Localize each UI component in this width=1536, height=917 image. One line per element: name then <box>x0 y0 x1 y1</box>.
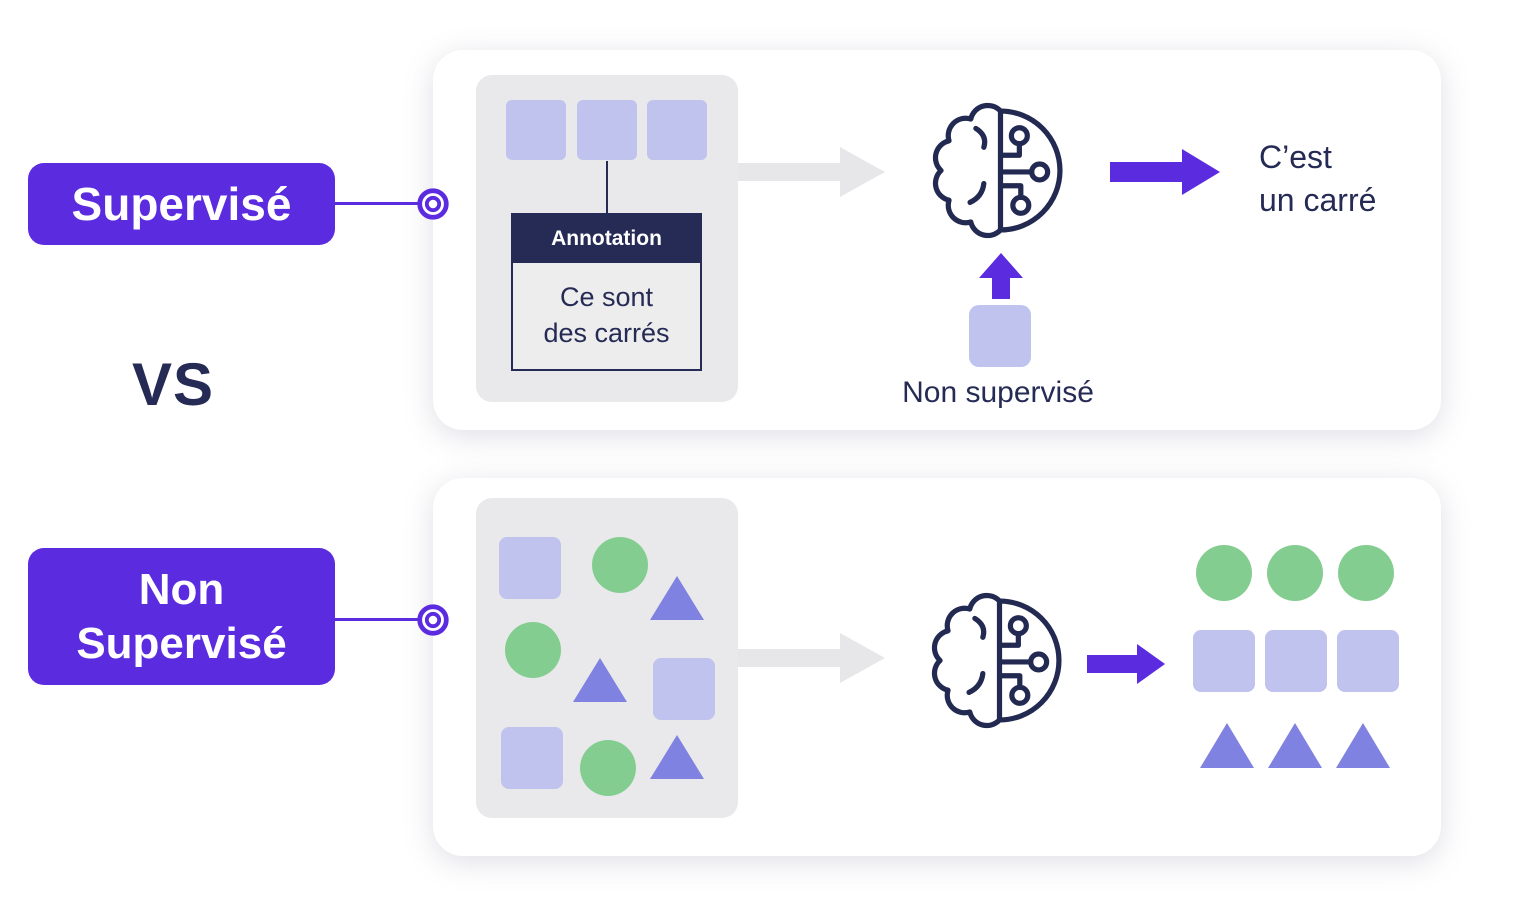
vs-label: VS <box>132 351 215 418</box>
annotation-header: Annotation <box>513 215 700 263</box>
output-arrow-icon <box>1110 149 1220 195</box>
brain-circuit-icon <box>932 102 1063 239</box>
mixed-dataset-panel <box>476 498 738 818</box>
unsupervised-card <box>433 478 1441 856</box>
unsupervised-label-pill: Non Supervisé <box>28 548 335 685</box>
triangle-shape <box>573 658 627 702</box>
square-shape <box>577 100 637 160</box>
prediction-text-line2: un carré <box>1259 181 1377 218</box>
square-shape <box>501 727 563 789</box>
output-arrow-icon <box>1087 644 1165 684</box>
circle-shape <box>580 740 636 796</box>
square-shape <box>1193 630 1255 692</box>
circle-shape <box>592 537 648 593</box>
circle-shape <box>505 622 561 678</box>
unlabeled-square-shape <box>969 305 1031 367</box>
triangle-shape <box>650 576 704 620</box>
cluster-row-circles <box>1196 545 1394 601</box>
square-shape <box>1265 630 1327 692</box>
unsupervised-label-line2: Supervisé <box>76 618 287 668</box>
square-shape <box>506 100 566 160</box>
annotation-body-line2: des carrés <box>543 318 670 348</box>
circle-shape <box>1196 545 1252 601</box>
circle-shape <box>1338 545 1394 601</box>
connector-ring-icon <box>417 188 449 220</box>
square-shape <box>1337 630 1399 692</box>
annotation-body-line1: Ce sont <box>559 282 654 313</box>
prediction-text-line1: C’est <box>1259 139 1332 175</box>
unsupervised-note-label: Non supervisé <box>902 376 1094 409</box>
annotation-connector-line <box>606 161 608 213</box>
cluster-row-triangles <box>1200 723 1390 768</box>
triangle-shape <box>1336 723 1390 768</box>
input-flow-arrow-icon <box>738 633 885 683</box>
circle-shape <box>1267 545 1323 601</box>
cluster-row-squares <box>1193 630 1399 692</box>
square-shape <box>499 537 561 599</box>
triangle-shape <box>1268 723 1322 768</box>
square-shape <box>647 100 707 160</box>
labeled-dataset-panel: Annotation Ce sont des carrés <box>476 75 738 402</box>
prediction-text: C’est un carré <box>1259 136 1376 221</box>
square-shape <box>653 658 715 720</box>
connector-line <box>330 618 418 621</box>
annotation-body: Ce sont des carrés <box>513 263 700 369</box>
unsupervised-label-line1: Non <box>138 564 225 614</box>
up-arrow-icon <box>979 253 1023 299</box>
supervised-label-pill: Supervisé <box>28 163 335 245</box>
supervised-label: Supervisé <box>71 178 292 230</box>
supervised-card: Annotation Ce sont des carrés <box>433 50 1441 430</box>
connector-line <box>330 202 418 205</box>
triangle-shape <box>650 735 704 779</box>
annotation-box: Annotation Ce sont des carrés <box>511 213 702 371</box>
brain-circuit-icon <box>931 592 1062 729</box>
triangle-shape <box>1200 723 1254 768</box>
input-flow-arrow-icon <box>738 147 885 197</box>
connector-ring-icon <box>417 604 449 636</box>
